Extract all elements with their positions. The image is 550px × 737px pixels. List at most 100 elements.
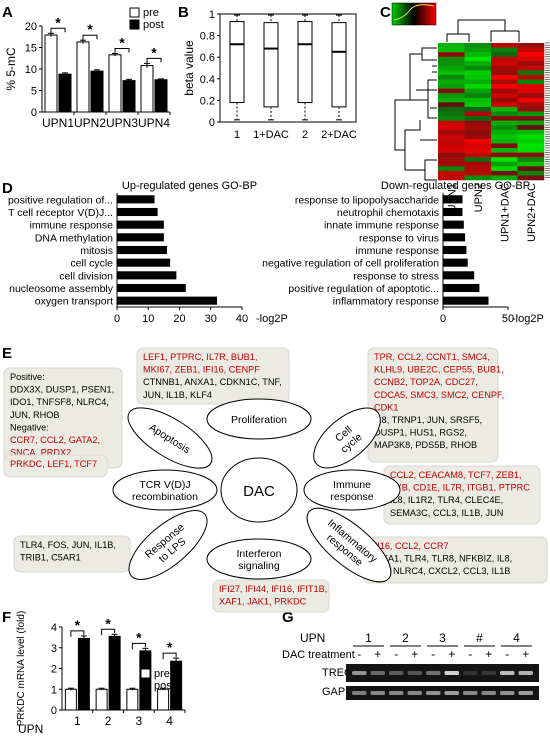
heatmap-cell — [517, 102, 545, 108]
gene-box-proliferation-line: CTNNB1, ANXA1, CDKN1C, TNF, — [143, 377, 282, 387]
heatmap-cell — [517, 116, 545, 121]
legend-swatch-pre — [140, 668, 151, 679]
column-dendrogram — [446, 19, 520, 42]
x-tick-label: 50 — [502, 313, 514, 325]
legend-label-post: post — [143, 19, 164, 31]
gel-band-trecs — [518, 671, 533, 675]
legend-swatch-post — [140, 680, 151, 691]
heatmap-cell — [464, 79, 492, 85]
category-label: response to virus — [359, 232, 439, 244]
heatmap-cell — [517, 161, 545, 167]
heatmap-cell — [438, 56, 465, 62]
heatmap-cell — [491, 70, 518, 76]
heatmap-cell — [438, 102, 465, 108]
gene-box-proliferation-line: LEF1, PTPRC, IL7R, BUB1, — [143, 352, 257, 362]
box — [229, 21, 245, 104]
heatmap-cell — [491, 166, 518, 172]
heatmap-cell — [464, 106, 492, 112]
significance-bracket — [70, 630, 85, 637]
x-tick-label: UPN1 — [42, 116, 74, 130]
bar — [117, 296, 217, 305]
x-tick-label: 2 — [105, 714, 112, 728]
color-key-density — [393, 4, 435, 21]
heatmap-cell — [517, 157, 545, 163]
heatmap-cell — [438, 43, 465, 48]
heatmap-cell — [438, 129, 465, 135]
significance-bracket — [146, 57, 162, 65]
gene-box-immune-line: FYB, CD1E, IL7R, ITGB1, PTPRC — [390, 483, 530, 493]
category-oval-proliferation — [206, 398, 312, 440]
heatmap-cell — [464, 166, 492, 172]
heatmap-cell — [438, 97, 465, 103]
gene-box-lps-line: TRIB1, C5AR1 — [20, 553, 81, 563]
gel-band-gapdh — [500, 691, 515, 695]
gene-box-cell-cycle-line: CCNB2, TOP2A, CDC27, — [374, 377, 478, 387]
x-tick-label: 30 — [205, 313, 217, 325]
heatmap-cell — [438, 88, 465, 94]
heatmap-cell — [491, 111, 518, 117]
heatmap-cell — [438, 106, 465, 112]
bar-pre — [95, 688, 108, 711]
significance-star: * — [167, 639, 173, 655]
heatmap-cell — [491, 61, 518, 67]
gene-box-lps-line: TLR4, FOS, JUN, IL1B, — [20, 540, 116, 550]
x-tick-label: 4 — [166, 714, 173, 728]
gene-box-apoptosis-line: CCR7, CCL2, GATA2, — [10, 435, 100, 445]
x-tick-label: 0 — [114, 313, 120, 325]
bar — [443, 220, 464, 229]
bar — [443, 258, 468, 267]
heatmap-cell — [464, 148, 492, 153]
x-axis-label: -log2P — [256, 313, 288, 325]
gene-box-cell-cycle-line: CDK1 — [374, 402, 399, 412]
treatment-sign: - — [468, 647, 472, 661]
diagram-panel-e: Positive:DDX3X, DUSP1, PSEN1,IDO1, TNFSF… — [3, 347, 548, 613]
gene-box-immune-line: CCL2, CEACAM8, TCF7, ZEB1, — [390, 470, 522, 480]
category-oval-immune-label: Immune — [333, 479, 371, 491]
gene-box-proliferation — [136, 347, 290, 405]
heatmap-cell — [491, 138, 518, 144]
heatmap-cell — [491, 120, 518, 126]
category-label: cell cycle — [70, 258, 113, 270]
gene-box-apoptosis-line: Positive: — [10, 372, 45, 382]
gel-band-trecs — [444, 671, 459, 675]
heatmap-cell — [491, 79, 518, 85]
bar — [117, 207, 158, 217]
heatmap-cell — [464, 61, 492, 67]
bar — [117, 220, 164, 229]
x-axis-label: -log2P — [512, 313, 544, 325]
gel-band-gapdh — [352, 691, 367, 695]
category-oval-apoptosis — [127, 407, 213, 469]
heatmap-cell — [464, 93, 492, 99]
gene-box-cell-cycle-line: TPR, CCL2, CCNT1, SMC4, — [374, 352, 490, 362]
x-tick-label: 1 — [74, 714, 81, 728]
upn-group-label: 1 — [365, 631, 372, 645]
gene-box-apoptosis-line: IDO1, TNFSF8, NLRC4, — [10, 397, 109, 407]
bar-pre — [140, 65, 154, 113]
gene-box-interferon — [212, 579, 330, 613]
heatmap-cell — [438, 61, 465, 67]
heatmap-cell — [491, 170, 518, 176]
heatmap-cell — [517, 52, 545, 57]
significance-star: * — [55, 14, 61, 30]
heatmap-cell — [438, 148, 465, 153]
upn-group-label: 3 — [439, 631, 446, 645]
category-oval-inflammatory — [306, 507, 392, 583]
heatmap-cell — [517, 88, 545, 94]
heatmap-cell — [491, 106, 518, 112]
gel-band-trecs — [407, 671, 422, 675]
gene-box-inflammatory-line: FOS, NLRC4, CXCL2, CCL3, IL1B — [369, 566, 510, 576]
heatmap-cell — [464, 47, 492, 53]
x-tick-label: 0 — [440, 313, 446, 325]
treatment-sign: + — [374, 647, 381, 661]
y-tick-label: 0.4 — [200, 74, 215, 86]
heatmap-cell — [438, 111, 465, 117]
heatmap-cell — [517, 43, 545, 48]
heatmap-cell — [438, 120, 465, 126]
category-oval-interferon — [206, 538, 312, 580]
y-tick-label: 0 — [51, 705, 57, 717]
heatmap-cell — [517, 170, 545, 176]
x-tick-label: 40 — [236, 313, 248, 325]
